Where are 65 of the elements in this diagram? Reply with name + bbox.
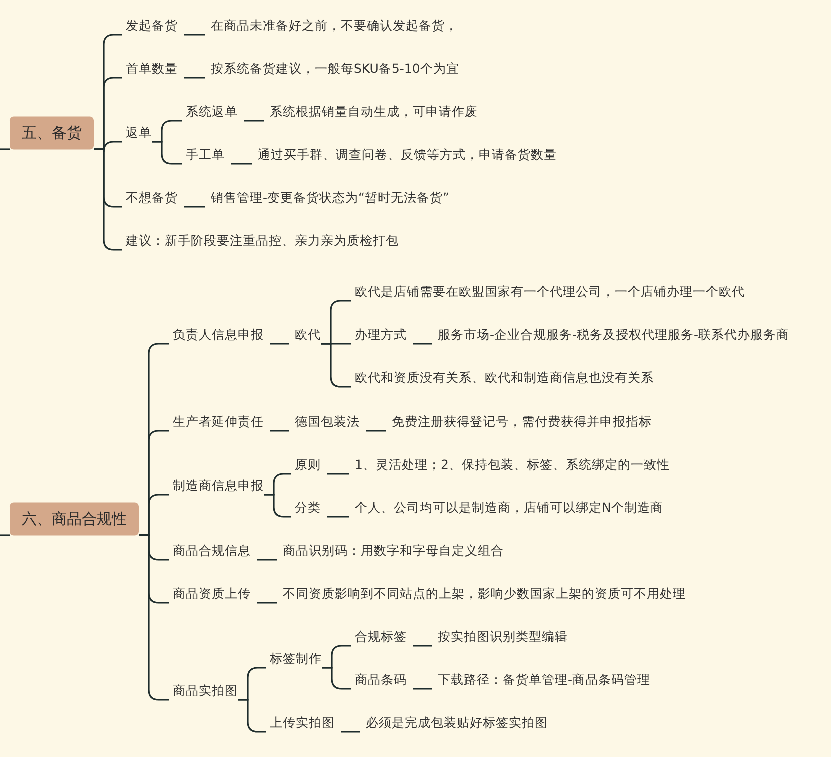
topic-text: 必须是完成包装贴好标签实拍图	[366, 714, 548, 732]
connector-line	[257, 602, 277, 604]
topic-text: 不同资质影响到不同站点的上架，影响少数国家上架的资质可不用处理	[283, 585, 686, 603]
topic-text: 不想备货	[126, 189, 178, 207]
topic-text: 系统根据销量自动生成，可申请作废	[270, 103, 478, 121]
topic-text: 按系统备货建议，一般每SKU备5-10个为宜	[211, 60, 460, 78]
topic-text: 系统返单	[186, 103, 238, 121]
topic-text: 商品实拍图	[173, 682, 238, 700]
topic-text: 德国包装法	[295, 413, 360, 431]
connector-line	[413, 645, 432, 647]
connector-line	[152, 141, 182, 165]
topic-text: 办理方式	[355, 326, 407, 344]
topic-box: 五、备货	[10, 116, 94, 150]
topic-text: 欧代是店铺需要在欧盟国家有一个代理公司，一个店铺办理一个欧代	[355, 283, 745, 301]
topic-text: 销售管理-变更备货状态为“暂时无法备货”	[211, 189, 450, 207]
topic-text: 免费注册获得登记号，需付费获得并申报指标	[392, 413, 652, 431]
topic-text: 合规标签	[355, 628, 407, 646]
connector-line	[0, 148, 10, 150]
connector-line	[327, 516, 349, 518]
topic-text: 标签制作	[270, 650, 322, 668]
connector-line	[257, 559, 277, 561]
topic-text: 制造商信息申报	[173, 477, 264, 495]
topic-text: 在商品未准备好之前，不要确认发起备货，	[211, 17, 458, 35]
topic-text: 商品条码	[355, 671, 407, 689]
connector-line	[184, 206, 205, 208]
connector-line	[341, 731, 360, 733]
connector-line	[0, 534, 10, 536]
topic-text: 按实拍图识别类型编辑	[438, 628, 568, 646]
topic-text: 原则	[295, 456, 321, 474]
connector-line	[322, 667, 351, 690]
topic-text: 商品识别码：用数字和字母自定义组合	[283, 542, 504, 560]
connector-line	[244, 120, 264, 122]
topic-text: 服务市场-企业合规服务-税务及授权代理服务-联系代办服务商	[438, 326, 790, 344]
topic-text: 下载路径：备货单管理-商品条码管理	[438, 671, 651, 689]
topic-text: 手工单	[186, 146, 225, 164]
connector-line	[238, 699, 266, 733]
topic-text: 首单数量	[126, 60, 178, 78]
topic-text: 分类	[295, 499, 321, 517]
topic-text: 发起备货	[126, 17, 178, 35]
topic-text: 上传实拍图	[270, 714, 335, 732]
topic-text: 欧代	[295, 326, 321, 344]
topic-box: 六、商品合规性	[10, 502, 139, 536]
connector-line	[413, 688, 432, 690]
connector-line	[94, 148, 122, 251]
topic-text: 负责人信息申报	[173, 326, 264, 344]
connector-line	[231, 163, 252, 165]
topic-text: 1、灵活处理；2、保持包装、标签、系统绑定的一致性	[355, 456, 670, 474]
connector-line	[139, 534, 169, 701]
connector-line	[184, 77, 205, 79]
connector-line	[321, 343, 351, 388]
connector-line	[264, 494, 291, 518]
topic-text: 个人、公司均可以是制造商，店铺可以绑定N个制造商	[355, 499, 664, 517]
connector-line	[366, 430, 386, 432]
topic-text: 建议：新手阶段要注重品控、亲力亲为质检打包	[126, 232, 399, 250]
topic-text: 商品合规信息	[173, 542, 251, 560]
topic-text: 欧代和资质没有关系、欧代和制造商信息也没有关系	[355, 369, 654, 387]
connector-line	[270, 430, 289, 432]
connector-line	[270, 343, 289, 345]
connector-line	[184, 34, 205, 36]
topic-text: 返单	[126, 124, 152, 142]
connector-line	[413, 343, 432, 345]
topic-text: 通过买手群、调查问卷、反馈等方式，申请备货数量	[258, 146, 557, 164]
connector-line	[327, 473, 349, 475]
topic-text: 生产者延伸责任	[173, 413, 264, 431]
topic-text: 商品资质上传	[173, 585, 251, 603]
